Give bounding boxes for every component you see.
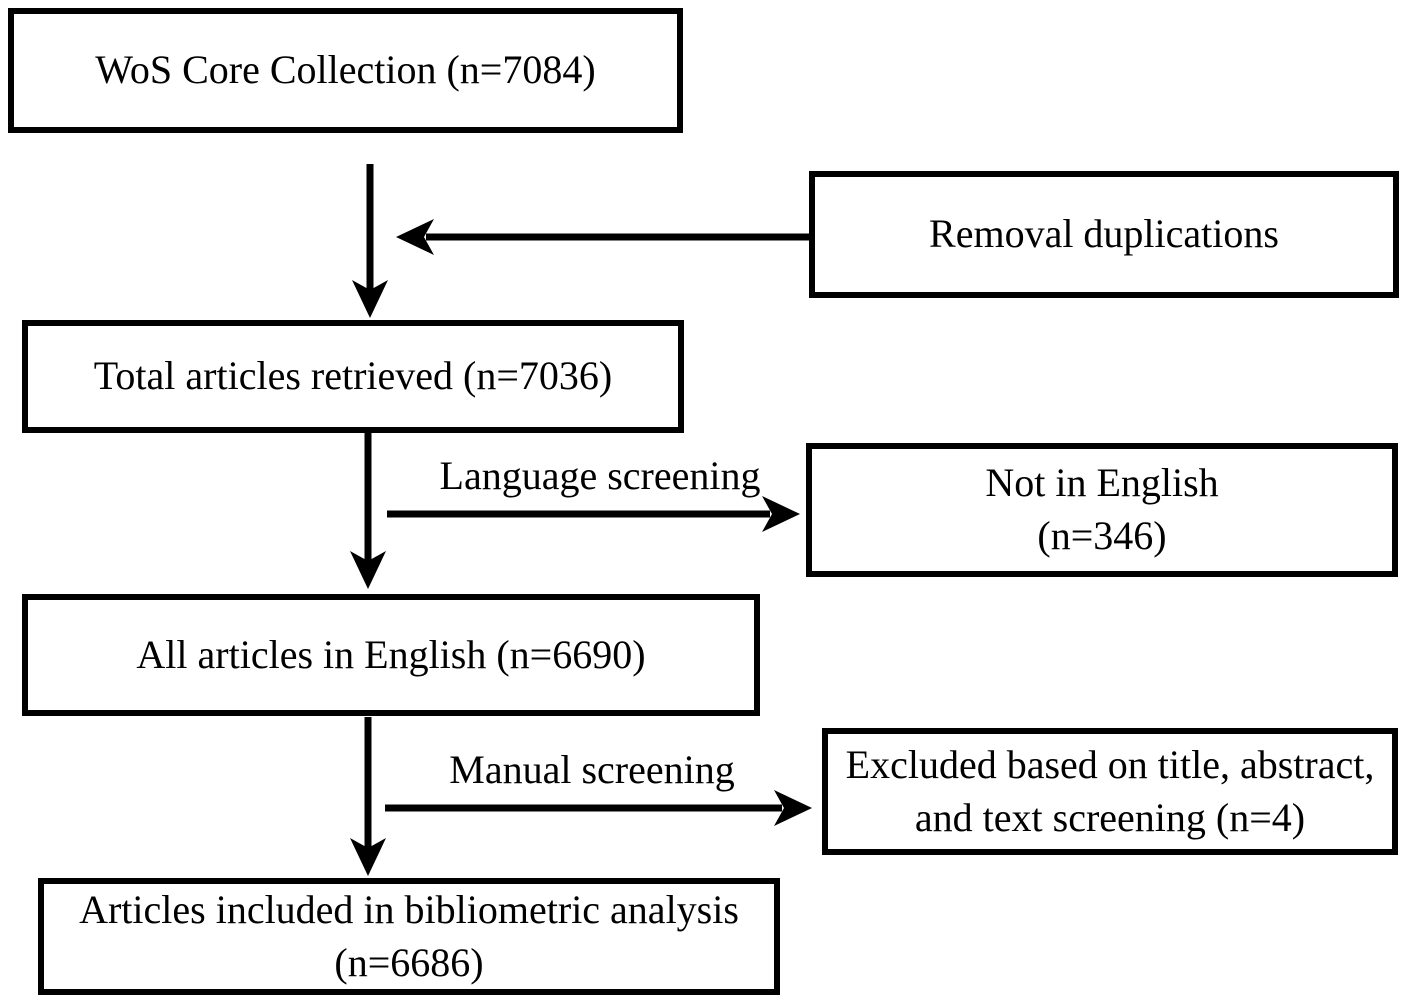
node-total-articles-retrieved: Total articles retrieved (n=7036) [22, 320, 684, 433]
arrow-wos-to-total [352, 164, 388, 318]
edge-label-language-screening: Language screening [439, 453, 761, 498]
node-not-in-english: Not in English (n=346) [806, 443, 1398, 577]
node-label-line2: and text screening (n=4) [914, 794, 1306, 840]
arrow-removal-to-flow [396, 219, 809, 255]
node-label-line1: Excluded based on title, abstract, [845, 741, 1375, 787]
edge-label-manual-screening: Manual screening [449, 747, 735, 792]
node-wos-core-collection: WoS Core Collection (n=7084) [8, 8, 683, 133]
node-label: Removal duplications [929, 211, 1279, 257]
node-label-line2: (n=6686) [334, 939, 484, 985]
node-removal-duplications: Removal duplications [809, 171, 1399, 298]
arrow-flow-to-not-english [387, 496, 800, 532]
node-label: WoS Core Collection (n=7084) [95, 47, 596, 93]
arrow-english-to-included [350, 717, 386, 876]
node-all-articles-in-english: All articles in English (n=6690) [22, 594, 760, 716]
node-label-line2: (n=346) [1037, 513, 1167, 558]
node-excluded-screening: Excluded based on title, abstract, and t… [822, 728, 1398, 855]
node-label-line1: Not in English [985, 460, 1219, 506]
node-articles-included: Articles included in bibliometric analys… [38, 878, 780, 995]
arrow-flow-to-excluded [385, 790, 812, 826]
node-label-line1: Articles included in bibliometric analys… [79, 886, 739, 932]
node-label: All articles in English (n=6690) [136, 631, 646, 677]
arrow-total-to-english [350, 433, 386, 589]
node-label: Total articles retrieved (n=7036) [93, 353, 613, 399]
